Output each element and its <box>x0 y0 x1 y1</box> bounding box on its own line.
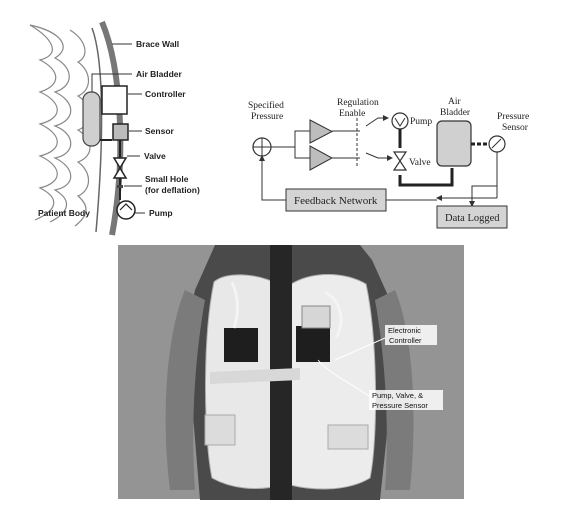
label-pump-b: Pump <box>410 117 432 127</box>
label-air: Air <box>448 97 462 107</box>
panel-c-photo: Electronic Controller Pump, Valve, & Pre… <box>118 245 464 500</box>
air-bladder-node <box>437 121 471 166</box>
label-air-bladder: Air Bladder <box>136 69 183 79</box>
brace-right-half <box>288 275 376 490</box>
side-pad-left <box>205 415 235 445</box>
small-hole <box>117 185 123 188</box>
label-feedback-network: Feedback Network <box>294 195 378 207</box>
side-pad-right <box>328 425 368 449</box>
label-bladder: Bladder <box>440 108 471 118</box>
panel-a-brace-schematic: Brace Wall Air Bladder Controller Sensor… <box>30 22 200 235</box>
label-electronic: Electronic <box>388 326 421 335</box>
label-valve-b: Valve <box>409 158 431 168</box>
label-data-logged: Data Logged <box>445 213 500 224</box>
label-pump-valve: Pump, Valve, & <box>372 391 423 400</box>
label-enable: Enable <box>339 109 365 119</box>
sensor-box <box>113 124 128 140</box>
label-for-deflation: (for deflation) <box>145 185 200 195</box>
label-controller: Controller <box>145 89 186 99</box>
pressure-sensor-node <box>489 136 505 152</box>
label-pressure-sensor-photo: Pressure Sensor <box>372 401 428 410</box>
label-brace-wall: Brace Wall <box>136 39 179 49</box>
amplifier-valve <box>310 146 332 170</box>
panel-b-control-diagram: Specified Pressure Regulation Enable Pum… <box>248 97 529 228</box>
amplifier-pump <box>310 120 332 143</box>
controller-box-right <box>296 326 330 362</box>
controller-box-left <box>224 328 258 362</box>
label-patient-body: Patient Body <box>38 208 90 218</box>
label-pump: Pump <box>149 208 173 218</box>
valve-symbol <box>114 158 126 178</box>
label-sensor: Sensor <box>145 126 175 136</box>
valve-node <box>394 152 406 170</box>
label-regulation: Regulation <box>337 98 379 108</box>
controller-box <box>102 86 127 114</box>
label-pressure-sensor-1: Pressure <box>497 112 529 122</box>
label-small-hole: Small Hole <box>145 174 189 184</box>
label-controller-photo: Controller <box>389 336 422 345</box>
label-specified: Specified <box>248 100 284 111</box>
controller-board <box>302 306 330 328</box>
label-valve: Valve <box>144 151 166 161</box>
label-pressure-sensor-2: Sensor <box>502 123 529 133</box>
air-bladder-shape <box>83 92 100 146</box>
label-pressure-spec: Pressure <box>251 112 283 122</box>
